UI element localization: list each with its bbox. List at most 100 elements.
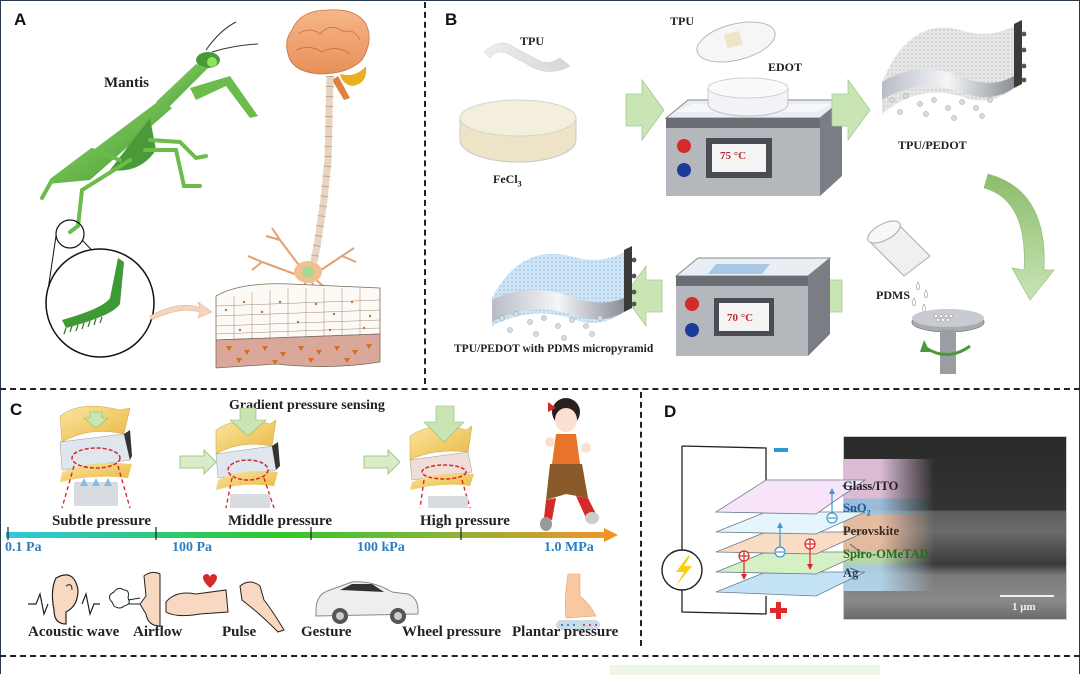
tpu-pedot-sheet (882, 20, 1027, 121)
divider-ab (424, 2, 426, 384)
layer-label-glass-ito: Glass/ITO (843, 479, 898, 494)
mantis-leg (148, 138, 208, 161)
layer-label-sno2: SnO2 (843, 501, 871, 518)
panel-letter-d: D (664, 402, 677, 421)
mantis-abdomen (110, 118, 156, 171)
gradient-pressure-title: Gradient pressure sensing (229, 398, 385, 413)
mantis-leg (40, 147, 122, 200)
mantis-illustration (40, 9, 381, 369)
layer-label-sub: 2 (866, 508, 871, 518)
character-illustration (540, 398, 599, 531)
sensor-stage-high (409, 405, 474, 509)
knob-red (685, 297, 699, 311)
scale-bar (1000, 595, 1054, 597)
mantis-thorax (156, 64, 208, 108)
mantis-eye (207, 57, 217, 67)
axis-tick-label: 100 kPa (357, 540, 405, 555)
plus-sign (770, 602, 787, 619)
mantis-antenna (205, 21, 237, 51)
tpu-film (483, 42, 571, 72)
panel-letter-a: A (14, 10, 27, 29)
layer-spiro (715, 551, 866, 575)
layer-glass-ito (714, 479, 867, 515)
knob-red (677, 139, 691, 153)
fecl3-petri-dish (459, 99, 577, 163)
layer-label-text: Spiro-OMeTAD (843, 547, 929, 561)
pdms-label: PDMS (876, 288, 910, 302)
stage-arrow (363, 449, 401, 475)
layer-label-spiro: Spiro-OMeTAD (843, 547, 929, 562)
knob-blue (677, 163, 691, 177)
rotation-arrow (925, 344, 971, 356)
application-label: Acoustic wave (28, 624, 120, 640)
divider-bottom (0, 655, 1080, 657)
process-arrow (625, 78, 665, 142)
tpu-film-label: TPU (520, 34, 544, 48)
mantis-foreleg (190, 76, 258, 118)
mantis-antenna (211, 43, 259, 53)
axis-tick-label: 100 Pa (172, 540, 213, 555)
minus-sign (774, 448, 788, 452)
pressure-axis-arrowhead (604, 528, 618, 542)
divider-top (0, 388, 1080, 390)
hole-carrier (738, 538, 816, 576)
sensor-stage-subtle (59, 405, 132, 509)
zoom-circle-large (45, 248, 155, 358)
stage-label-subtle: Subtle pressure (52, 513, 152, 529)
tarsus-spines (63, 316, 103, 335)
layer-label-text: Glass/ITO (843, 479, 899, 493)
hotplate1-temp-display: 75 °C (720, 150, 747, 162)
fabrication-process-illustration (459, 20, 1055, 374)
airflow-icon (108, 571, 161, 627)
zoom-circle-small (55, 219, 85, 249)
pdms-beaker (867, 220, 931, 313)
spin-coater (911, 309, 985, 374)
micropyramid-sheet (492, 246, 637, 341)
next-row-hint (610, 665, 880, 675)
layer-ag (715, 571, 866, 597)
fecl3-label-main: FeCl (493, 172, 518, 186)
transfer-arrow (149, 301, 213, 321)
mantis-label: Mantis (104, 75, 149, 91)
layer-label-text: SnO (843, 501, 867, 515)
mantis-tarsus (62, 258, 124, 328)
mantis-wing (48, 100, 172, 184)
process-arrow (623, 264, 663, 328)
mantis-leg (143, 148, 202, 188)
pressure-sensor-stages (6, 398, 618, 633)
scale-bar-label: 1 μm (1012, 601, 1036, 613)
panel-letter-c: C (10, 400, 23, 419)
nerve-axon (310, 75, 334, 263)
solar-cell-layer-diagram (661, 445, 867, 619)
layer-label-text: Ag (843, 566, 859, 580)
fecl3-label: FeCl3 (493, 172, 522, 188)
circuit-wire (681, 445, 767, 615)
tpu-pedot-label: TPU/PEDOT (898, 138, 967, 152)
tpu-lid-label: TPU (670, 14, 694, 28)
plantar-pressure-icon (556, 573, 600, 630)
edot-label: EDOT (768, 60, 803, 74)
curved-process-arrow (983, 173, 1055, 301)
skin-tissue-block (215, 283, 381, 369)
axis-tick-label: 1.0 MPa (544, 540, 594, 555)
application-label: Plantar pressure (512, 624, 619, 640)
axis-tick-label: 0.1 Pa (5, 540, 42, 555)
gesture-icon (239, 581, 285, 633)
sem-cross-section-image: 1 μm (843, 436, 1067, 620)
panel-letter-b: B (445, 10, 458, 29)
wheel-pressure-icon (315, 581, 419, 624)
acoustic-wave-icon (28, 574, 100, 625)
stage-label-high: High pressure (420, 513, 510, 529)
application-label: Gesture (301, 624, 352, 640)
electron-carrier (774, 492, 838, 558)
layer-label-perovskite: Perovskite (843, 524, 899, 539)
mantis-leg (68, 158, 132, 234)
hotplate-70 (674, 257, 832, 356)
pressure-axis-bar (6, 532, 604, 538)
layer-label-text: Perovskite (843, 524, 900, 538)
application-label: Wheel pressure (402, 624, 502, 640)
divider-cd (640, 392, 642, 646)
fecl3-label-sub: 3 (517, 179, 522, 189)
sensor-stage-middle (215, 407, 280, 509)
brain-icon (286, 9, 370, 100)
